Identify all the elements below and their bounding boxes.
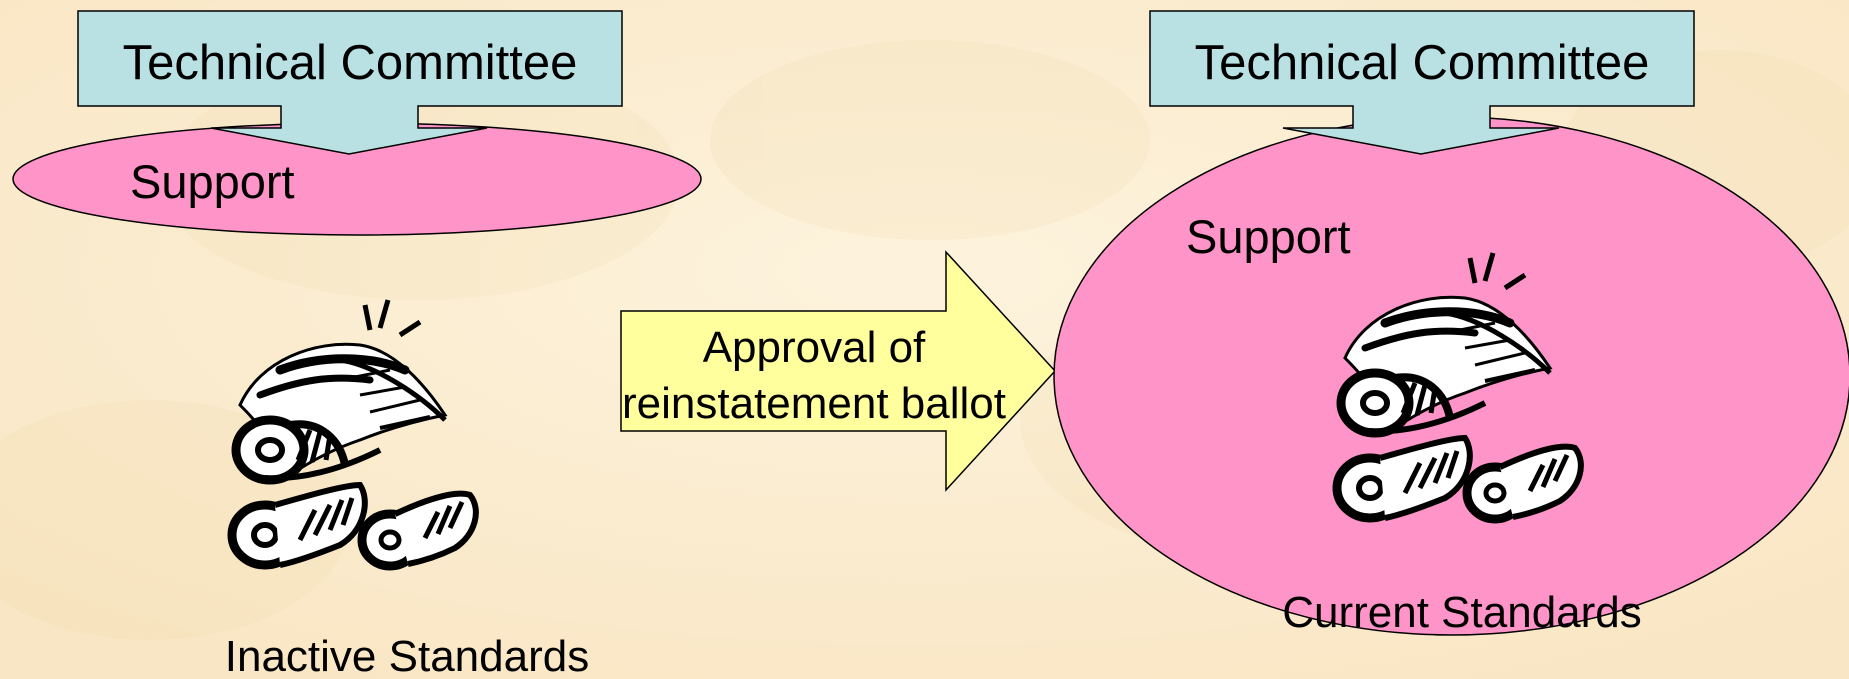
- left-support-label: Support: [130, 155, 295, 208]
- right-committee-label: Technical Committee: [1195, 36, 1650, 90]
- right-support-label: Support: [1186, 210, 1351, 263]
- left-committee-callout: Technical Committee: [77, 10, 623, 155]
- right-committee-callout: Technical Committee: [1149, 10, 1695, 155]
- left-standards-label: Inactive Standards: [225, 632, 589, 679]
- arrow-text-line1: Approval of: [703, 323, 926, 372]
- right-standards-label: Current Standards: [1282, 588, 1642, 637]
- left-committee-label: Technical Committee: [123, 36, 578, 90]
- approval-arrow: Approval of reinstatement ballot: [620, 250, 1057, 492]
- arrow-text-line2: reinstatement ballot: [622, 379, 1006, 428]
